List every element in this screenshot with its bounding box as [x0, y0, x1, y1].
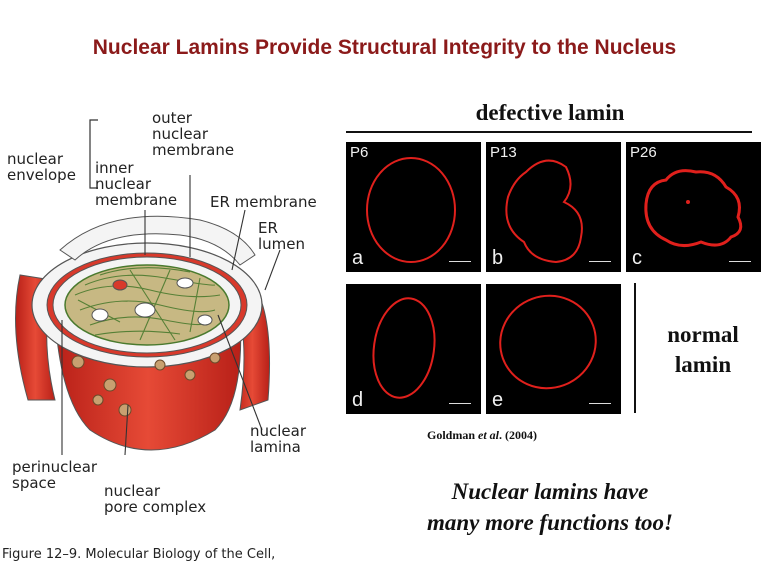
micrograph-panel-a: P6 a [346, 142, 481, 272]
envelope-bracket [89, 119, 98, 189]
panel-letter-d: d [352, 389, 364, 411]
label-perinuclear-space: perinuclear space [12, 458, 98, 492]
slide-title: Nuclear Lamins Provide Structural Integr… [92, 36, 677, 59]
outer-pore-complexes [71, 352, 221, 417]
panel-letter-b: b [492, 247, 504, 269]
label-nuclear-lamina: nuclear lamina [250, 422, 307, 456]
panel-letter-e: e [492, 389, 504, 411]
nucleus-outline-a [366, 157, 456, 263]
panel-letter-a: a [352, 247, 364, 269]
defective-underline [346, 131, 752, 133]
label-nuclear-pore-complex: nuclear pore complex [104, 482, 207, 516]
scale-bar-a [449, 261, 471, 262]
citation-author: Goldman [427, 428, 479, 442]
nucleus-outline-c [644, 169, 743, 247]
scale-bar-b [589, 261, 611, 262]
citation-etal: et al [478, 428, 500, 442]
lamina-fibers [74, 267, 221, 341]
nucleus-outline-d [372, 297, 436, 399]
passage-label-b: P13 [490, 144, 517, 161]
er-flap-top [59, 215, 256, 266]
normal-lamin-divider [634, 283, 636, 413]
nucleus-cutaway-diagram [15, 119, 281, 456]
label-nuclear-envelope: nuclear envelope [7, 150, 76, 184]
label-er-membrane: ER membrane [210, 193, 317, 211]
scale-bar-d [449, 403, 471, 404]
scale-bar-c [729, 261, 751, 262]
label-inner-nuclear-membrane: inner nuclear membrane [95, 159, 178, 209]
defective-lamin-heading: defective lamin [475, 100, 625, 125]
nucleus-outline-b [505, 159, 583, 264]
passage-label-c: P26 [630, 144, 657, 161]
label-outer-nuclear-membrane: outer nuclear membrane [152, 109, 235, 159]
inner-pores [91, 277, 213, 326]
functions-note: Nuclear lamins have many more functions … [426, 479, 673, 535]
micrograph-panel-b: P13 b [486, 142, 621, 272]
citation-year: . (2004) [499, 428, 538, 442]
micrograph-panel-c: P26 c [626, 142, 761, 272]
panel-letter-c: c [632, 247, 642, 269]
passage-label-a: P6 [350, 144, 369, 161]
figure-caption: Figure 12–9. Molecular Biology of the Ce… [2, 547, 276, 562]
micrograph-panel-d: d [346, 284, 481, 414]
nucleus-outline-e [499, 294, 597, 390]
scale-bar-e [589, 403, 611, 404]
label-er-lumen: ER lumen [258, 219, 306, 253]
micrograph-panel-e: e [486, 284, 621, 414]
normal-lamin-label: normal lamin [667, 322, 739, 377]
citation: Goldman et al. (2004) [427, 428, 537, 443]
